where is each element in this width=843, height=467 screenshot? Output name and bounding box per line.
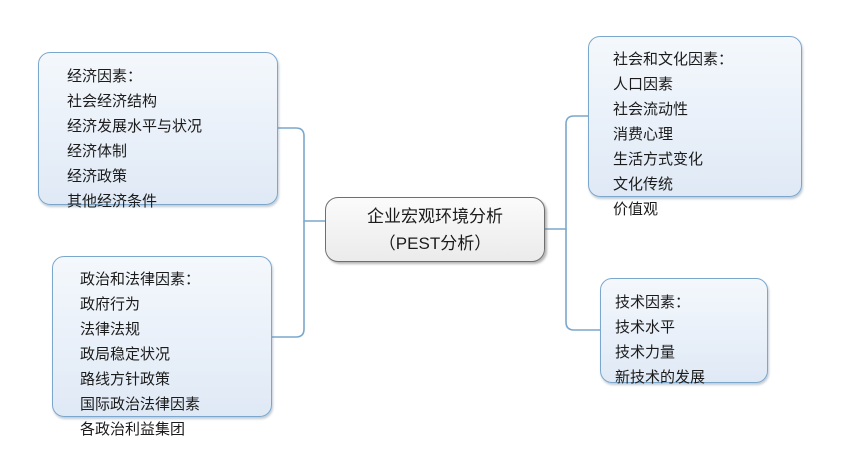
node-political-text: 政治和法律因素： 政府行为 法律法规 政局稳定状况 路线方针政策 国际政治法律因… xyxy=(80,271,201,438)
node-economic-factors[interactable]: 经济因素： 社会经济结构 经济发展水平与状况 经济体制 经济政策 其他经济条件 xyxy=(38,52,278,210)
node-political-legal-factors[interactable]: 政治和法律因素： 政府行为 法律法规 政局稳定状况 路线方针政策 国际政治法律因… xyxy=(52,256,272,438)
connector-social xyxy=(545,115,588,230)
node-technology-factors[interactable]: 技术因素： 技术水平 技术力量 新技术的发展 xyxy=(600,278,768,386)
connector-technology xyxy=(565,229,600,331)
node-center-line1: 企业宏观环境分析 xyxy=(367,206,503,226)
node-center-text: 企业宏观环境分析 （PEST分析） xyxy=(367,203,503,257)
node-center-line2: （PEST分析） xyxy=(378,233,492,253)
node-social-text: 社会和文化因素： 人口因素 社会流动性 消费心理 生活方式变化 文化传统 价值观 xyxy=(613,51,734,218)
connector-political xyxy=(272,221,305,338)
node-technology-text: 技术因素： 技术水平 技术力量 新技术的发展 xyxy=(615,294,706,386)
connector-economic xyxy=(278,127,325,222)
node-economic-text: 经济因素： 社会经济结构 经济发展水平与状况 经济体制 经济政策 其他经济条件 xyxy=(67,68,203,210)
node-social-cultural-factors[interactable]: 社会和文化因素： 人口因素 社会流动性 消费心理 生活方式变化 文化传统 价值观 xyxy=(588,36,802,218)
node-center-pest[interactable]: 企业宏观环境分析 （PEST分析） xyxy=(325,197,545,262)
